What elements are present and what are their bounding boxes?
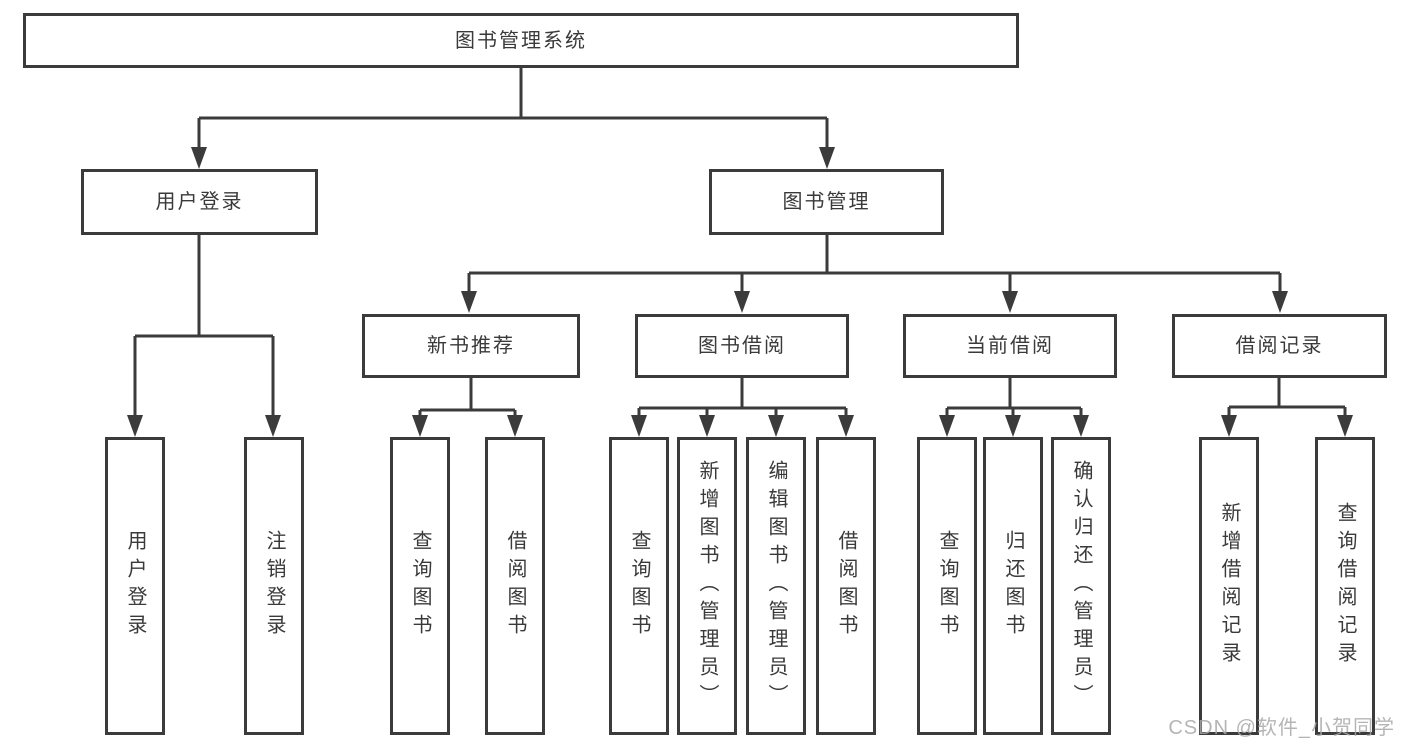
node-book-borrow: 图书借阅: [635, 314, 849, 378]
node-cb-return-books: 归还图书: [983, 437, 1043, 735]
node-bb-edit-books-admin: 编辑图书（管理员）: [746, 437, 806, 735]
node-user-login: 用户登录: [81, 169, 318, 235]
node-logout-leaf: 注销登录: [244, 437, 304, 735]
node-book-management: 图书管理: [709, 169, 944, 235]
csdn-watermark: CSDN @软件_小贺同学: [1168, 717, 1395, 739]
connector-user-login-to-leaves: [127, 235, 281, 437]
connector-new-book-to-leaves: [412, 378, 523, 437]
connector-borrow-records-to-leaves: [1221, 378, 1353, 437]
node-new-book-recommend: 新书推荐: [362, 314, 580, 378]
node-nb-borrow-books: 借阅图书: [485, 437, 545, 735]
connector-book-management-to-level3: [461, 235, 1288, 313]
node-bb-query-books: 查询图书: [609, 437, 669, 735]
node-br-query-record: 查询借阅记录: [1315, 437, 1375, 735]
node-cb-query-books: 查询图书: [917, 437, 977, 735]
node-user-login-leaf: 用户登录: [105, 437, 165, 735]
node-cb-confirm-return-admin: 确认归还（管理员）: [1051, 437, 1111, 735]
node-bb-add-books-admin: 新增图书（管理员）: [677, 437, 737, 735]
node-nb-query-books: 查询图书: [390, 437, 450, 735]
node-library-management-system: 图书管理系统: [23, 13, 1019, 68]
node-br-add-record: 新增借阅记录: [1199, 437, 1259, 735]
connector-current-borrow-to-leaves: [939, 378, 1089, 437]
node-current-borrow: 当前借阅: [903, 314, 1117, 378]
node-bb-borrow-books: 借阅图书: [816, 437, 876, 735]
connector-book-borrow-to-leaves: [631, 378, 854, 437]
node-borrow-records: 借阅记录: [1172, 314, 1387, 378]
connector-root-to-level2: [191, 68, 835, 169]
